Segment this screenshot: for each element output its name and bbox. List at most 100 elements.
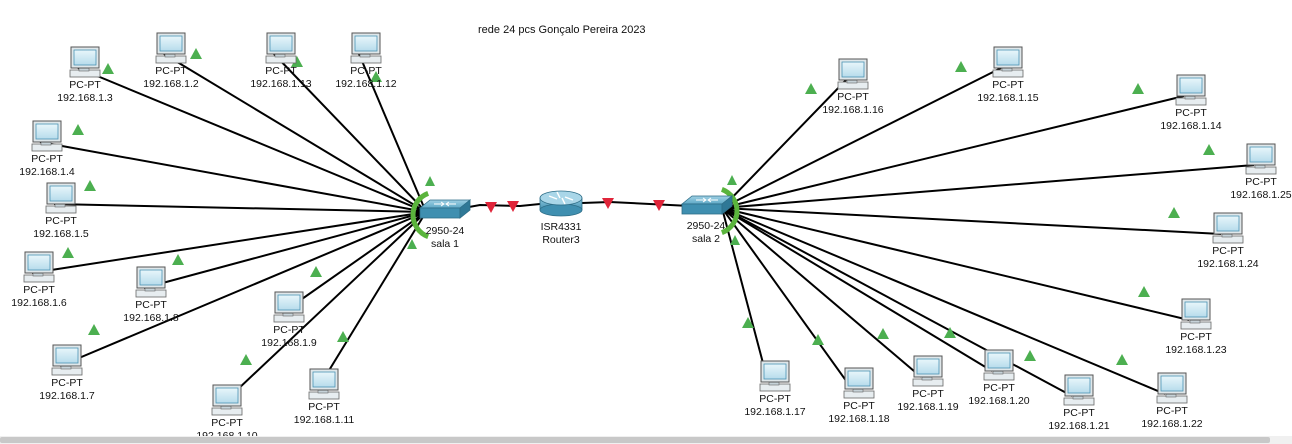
switch-ring-arrow-4 [730,235,740,245]
link-light-pc22 [1116,354,1128,365]
pc-ip-label: 192.168.1.12 [335,78,396,90]
switch-name-label: sala 1 [431,238,459,250]
pc-ip-label: 192.168.1.17 [744,406,805,418]
link-pc22-sala2[interactable] [721,207,1166,395]
link-light-pc5 [84,180,96,191]
pc-model-label: PC-PT [843,400,875,412]
pc-ip-label: 192.168.1.21 [1048,420,1109,432]
link-pc19-sala2[interactable] [721,207,922,378]
pc-ip-label: 192.168.1.6 [11,297,67,309]
link-pc17-sala2[interactable] [721,207,769,383]
link-light-pc6 [62,247,74,258]
router-name-label: Router3 [542,234,580,246]
switch-ring-sala1 [410,191,430,239]
link-light-pc15 [955,61,967,72]
link-light-pc14 [1132,83,1144,94]
pc-ip-label: 192.168.1.2 [143,78,199,90]
link-pc6-sala1[interactable] [31,211,427,274]
link-pc20-sala2[interactable] [721,207,993,372]
pc-model-label: PC-PT [265,65,297,77]
link-light-pc8 [172,254,184,265]
link-pc24-sala2[interactable] [721,207,1222,235]
link-pc3-sala1[interactable] [77,67,427,213]
link-pc2-sala1[interactable] [163,53,427,213]
pc-model-label: PC-PT [135,299,167,311]
link-light-pc23 [1138,286,1150,297]
link-light-pc2 [190,48,202,59]
pc-ip-label: 192.168.1.11 [294,414,355,426]
link-pc12-sala1[interactable] [358,53,427,213]
pc-model-label: PC-PT [1156,405,1188,417]
link-pc18-sala2[interactable] [721,207,853,390]
horizontal-scrollbar[interactable] [0,436,1292,444]
link-pc15-sala2[interactable] [721,67,1002,209]
horizontal-scrollbar-thumb[interactable] [0,437,1270,443]
switch-model-label: 2950-24 [687,220,726,232]
link-light-pc7 [88,324,100,335]
link-light-pc3 [102,63,114,74]
uplink-router3-sala2[interactable] [581,200,691,207]
link-light-pc9 [310,266,322,277]
uplink-sala1-router3-down-marker-2 [507,201,519,212]
link-light-pc4 [72,124,84,135]
link-pc8-sala1[interactable] [143,211,427,289]
link-pc4-sala1[interactable] [39,141,427,213]
link-pc21-sala2[interactable] [721,207,1073,397]
link-pc10-sala1[interactable] [219,211,427,407]
link-pc7-sala1[interactable] [59,211,427,367]
link-pc13-sala1[interactable] [273,53,427,213]
router-icon [539,190,583,206]
pc-ip-label: 192.168.1.8 [123,312,179,324]
switch-ring-arrow-1 [425,176,435,186]
uplink-sala1-router3-down-marker-1 [485,202,497,213]
pc-model-label: PC-PT [155,65,187,77]
pc-model-label: PC-PT [1063,407,1095,419]
pc-model-label: PC-PT [1212,245,1244,257]
link-light-pc24 [1168,207,1180,218]
link-pc11-sala1[interactable] [316,211,427,391]
pc-ip-label: 192.168.1.5 [33,228,89,240]
link-pc16-sala2[interactable] [721,79,847,209]
link-pc5-sala1[interactable] [53,203,427,213]
pc-model-label: PC-PT [45,215,77,227]
link-light-pc19 [877,328,889,339]
link-light-pc16 [805,83,817,94]
pc-ip-label: 192.168.1.19 [897,401,958,413]
pc-ip-label: 192.168.1.13 [250,78,311,90]
link-pc9-sala1[interactable] [281,211,427,314]
link-pc25-sala2[interactable] [721,164,1255,209]
link-pc23-sala2[interactable] [721,207,1190,321]
title-note[interactable]: rede 24 pcs Gonçalo Pereira 2023 [478,24,646,36]
links-layer [31,53,1255,407]
link-pc14-sala2[interactable] [721,95,1185,209]
switch-model-label: 2950-24 [426,225,465,237]
